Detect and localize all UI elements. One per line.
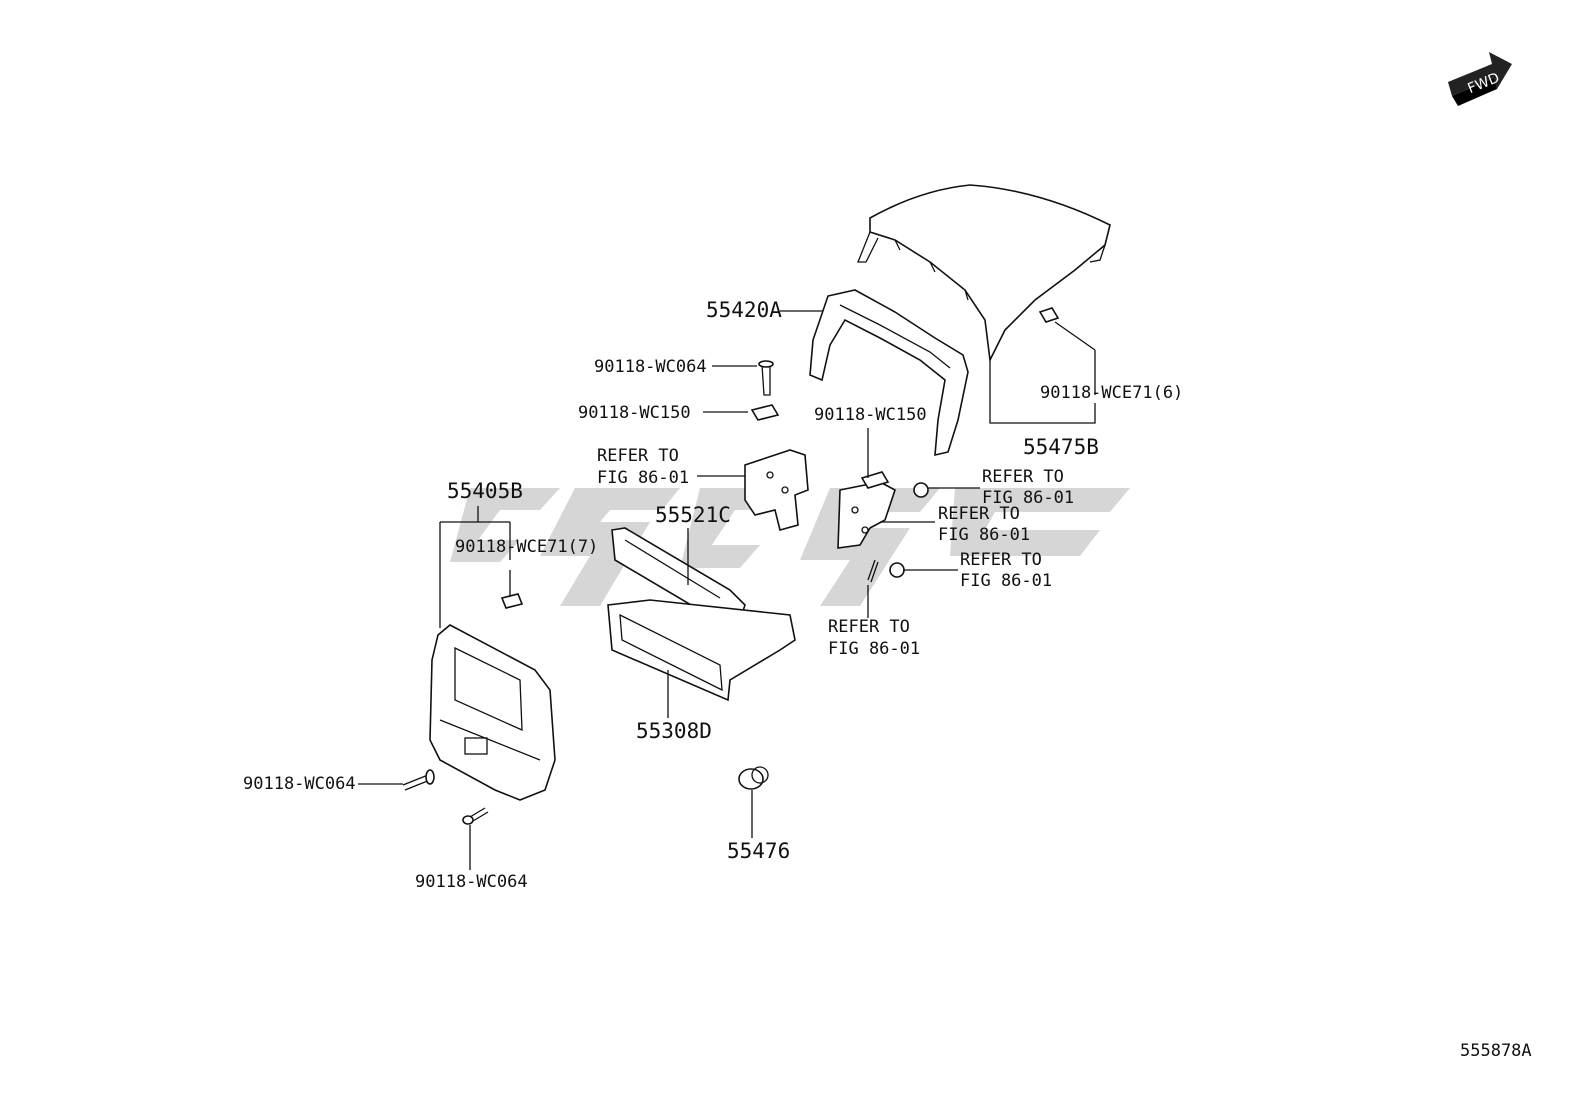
label-55420A: 55420A xyxy=(706,298,782,322)
clip-icon xyxy=(500,593,524,609)
screw-icon xyxy=(462,807,489,825)
refer-1-line-2: FIG 86-01 xyxy=(597,468,689,488)
screw-icon xyxy=(867,559,879,583)
screw-icon xyxy=(402,769,435,791)
refer-4-line-2: FIG 86-01 xyxy=(960,571,1052,591)
clip-icon xyxy=(1038,307,1060,323)
label-90118-wc150-right: 90118-WC150 xyxy=(814,405,927,425)
label-90118-wc150-left: 90118-WC150 xyxy=(578,403,691,423)
clip-icon xyxy=(750,404,780,421)
grommet-icon xyxy=(738,766,769,790)
grommet-icon xyxy=(889,482,929,578)
label-90118-wc064-left: 90118-WC064 xyxy=(243,774,356,794)
diagram-id: 555878A xyxy=(1460,1041,1532,1061)
leader-lines xyxy=(358,310,1096,870)
label-90118-wc064-top: 90118-WC064 xyxy=(594,357,707,377)
label-90118-wce71-7: 90118-WCE71(7) xyxy=(455,537,598,557)
refer-4-line-1: REFER TO xyxy=(960,550,1042,570)
part-55420A-frame xyxy=(809,289,969,457)
refer-3-line-1: REFER TO xyxy=(938,504,1020,524)
refer-5-line-1: REFER TO xyxy=(828,617,910,637)
label-55521C: 55521C xyxy=(655,503,731,527)
part-55308D-pocket xyxy=(607,599,796,702)
label-55476: 55476 xyxy=(727,839,790,863)
bracket-upper xyxy=(744,449,809,531)
label-55475B: 55475B xyxy=(1023,435,1099,459)
refer-3-line-2: FIG 86-01 xyxy=(938,525,1030,545)
part-55475B-cover xyxy=(857,184,1111,363)
label-90118-wce71-6: 90118-WCE71(6) xyxy=(1040,383,1183,403)
refer-1-line-1: REFER TO xyxy=(597,446,679,466)
refer-2-line-1: REFER TO xyxy=(982,467,1064,487)
label-90118-wc064-bottom: 90118-WC064 xyxy=(415,872,528,892)
refer-5-line-2: FIG 86-01 xyxy=(828,639,920,659)
label-55405B: 55405B xyxy=(447,479,523,503)
part-55405B-panel xyxy=(429,624,556,801)
label-55308D: 55308D xyxy=(636,719,712,743)
clip-icon xyxy=(860,471,890,489)
fwd-arrow-icon: FWD xyxy=(1448,52,1512,110)
refer-2-line-2: FIG 86-01 xyxy=(982,488,1074,508)
screw-icon xyxy=(758,360,774,396)
